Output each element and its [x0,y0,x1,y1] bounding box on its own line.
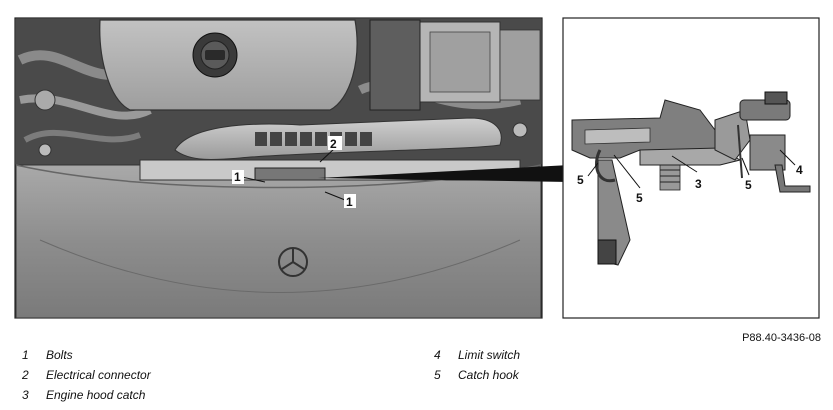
callout-1-left: 1 [234,170,241,184]
detail-callout-4: 4 [796,163,803,177]
detail-callout-5-lower: 5 [636,191,643,205]
detail-callouts: 5 5 3 5 4 [577,149,803,205]
callout-bg [328,136,342,150]
figure-code: P88.40-3436-08 [742,332,821,344]
mercedes-star-icon [278,247,308,277]
detail-connector [318,165,570,182]
detail-callout-3: 3 [695,177,702,191]
callout-1-right: 1 [346,195,353,209]
spring [659,164,681,191]
main-callouts: 2 1 1 [232,136,356,209]
callout-2: 2 [330,137,337,151]
detail-callout-5-left: 5 [577,173,584,187]
engine-bay-view [14,17,543,319]
detail-callout-5-right: 5 [745,178,752,192]
